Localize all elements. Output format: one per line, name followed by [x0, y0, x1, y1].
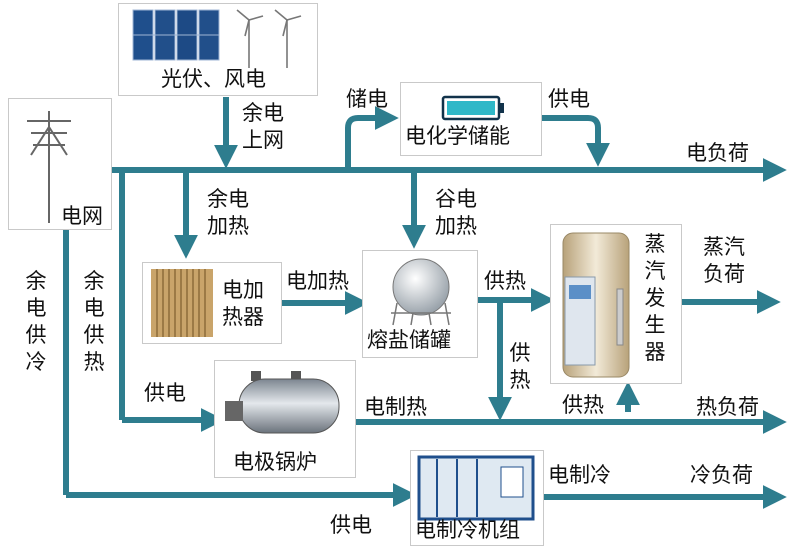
surplus-cooling-label: 余电供冷: [25, 269, 47, 374]
salt-tank-label: 熔盐储罐: [367, 328, 451, 352]
steam-generator-label: 蒸汽发生器: [644, 232, 666, 364]
chiller-cold-label: 电制冷: [548, 463, 611, 487]
store-label: 储电: [346, 87, 388, 111]
surplus-heating-label: 余电加热: [207, 187, 249, 238]
cold-load-label: 冷负荷: [690, 463, 753, 487]
boiler-box: 电极锅炉: [214, 360, 356, 478]
boiler-label: 电极锅炉: [233, 450, 317, 474]
battery-icon: [441, 95, 504, 121]
surplus-heat-label: 余电供热: [83, 269, 105, 374]
boiler-supply-label: 供电: [144, 381, 186, 405]
chiller-label: 电制冷机组: [415, 518, 520, 542]
battery-label: 电化学储能: [405, 124, 510, 148]
pv-wind-box: 光伏、风电: [118, 3, 318, 96]
battery-box: 电化学储能: [400, 82, 542, 156]
heater-box: 电加热器: [142, 262, 282, 344]
store-arrow: [345, 106, 399, 170]
salt-tank-box: 熔盐储罐: [362, 250, 478, 358]
storage-supply-label: 供电: [548, 87, 590, 111]
valley-heating-label: 谷电加热: [435, 187, 477, 238]
utility-pole-icon: [27, 111, 71, 223]
steam-generator-icon: [562, 232, 630, 378]
steam-generator-box: 蒸汽发生器: [550, 224, 682, 384]
electric-heat-label: 电加热: [286, 269, 349, 293]
storage-supply-arrow: [542, 115, 610, 167]
pv-wind-label: 光伏、风电: [161, 67, 266, 91]
grid-box: 电网: [8, 98, 112, 230]
boiler-icon: [225, 371, 340, 434]
wind-turbine-icon: [236, 9, 302, 68]
tank-supply-heat-label: 供热: [484, 269, 526, 293]
electric-load-label: 电负荷: [686, 141, 749, 165]
spherical-tank-icon: [391, 258, 451, 326]
chiller-unit-icon: [417, 455, 535, 521]
chiller-box: 电制冷机组: [410, 450, 544, 546]
tank-heat-down-label: 供热: [509, 341, 531, 392]
chiller-supply-label: 供电: [330, 513, 372, 537]
heater-panel-icon: [151, 269, 213, 337]
heat-load-label: 热负荷: [696, 395, 759, 419]
surplus-to-grid-label: 余电上网: [242, 101, 284, 152]
heater-label: 电加热器: [222, 278, 264, 329]
steam-load-label: 蒸汽负荷: [703, 235, 745, 286]
steam-supply-heat-label: 供热: [562, 393, 604, 417]
boiler-heat-label: 电制热: [364, 395, 427, 419]
grid-label: 电网: [61, 204, 103, 228]
solar-panel-icon: [132, 9, 220, 61]
